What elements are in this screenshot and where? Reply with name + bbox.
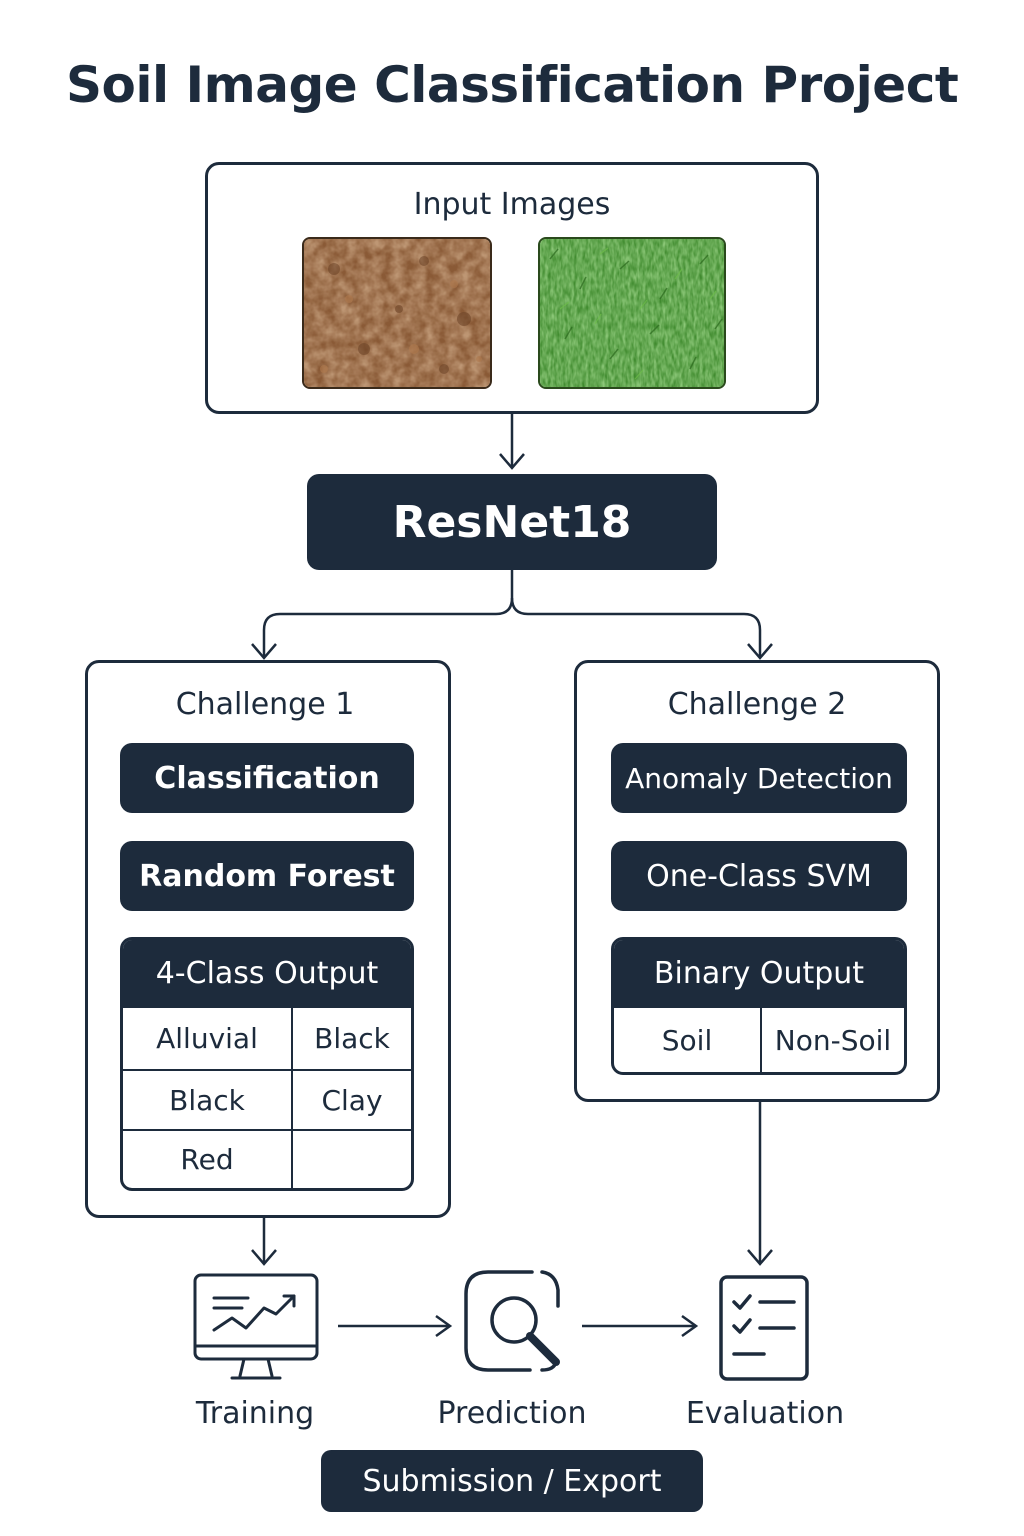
four-class-table: Alluvial Black Black Clay Red	[123, 1008, 411, 1188]
class-cell: Alluvial	[123, 1008, 293, 1071]
class-cell: Red	[123, 1130, 293, 1188]
binary-output-title: Binary Output	[614, 940, 904, 1008]
challenge-2-panel: Challenge 2 Anomaly Detection One-Class …	[574, 660, 940, 1102]
class-cell: Black	[123, 1070, 293, 1131]
anomaly-detection-step: Anomaly Detection	[611, 743, 907, 813]
four-class-output-title: 4-Class Output	[123, 940, 411, 1008]
page-title: Soil Image Classification Project	[66, 56, 959, 114]
resnet18-block: ResNet18	[307, 474, 717, 570]
input-images-panel: Input Images	[205, 162, 819, 414]
table-row: Black Clay	[123, 1070, 411, 1131]
prediction-label: Prediction	[437, 1396, 587, 1431]
class-cell	[292, 1130, 411, 1188]
classification-step: Classification	[120, 743, 414, 813]
binary-output: Binary Output Soil Non-Soil	[611, 937, 907, 1075]
table-row: Alluvial Black	[123, 1008, 411, 1071]
four-class-output: 4-Class Output Alluvial Black Black Clay…	[120, 937, 414, 1191]
evaluation-label: Evaluation	[685, 1396, 845, 1431]
table-row: Soil Non-Soil	[614, 1008, 904, 1072]
class-cell: Clay	[292, 1070, 411, 1131]
input-images-label: Input Images	[413, 187, 611, 222]
table-row: Red	[123, 1130, 411, 1188]
class-cell: Non-Soil	[774, 1023, 892, 1057]
grass-texture-image	[538, 237, 726, 389]
challenge-1-panel: Challenge 1 Classification Random Forest…	[85, 660, 451, 1218]
training-label: Training	[195, 1396, 315, 1431]
magnifier-icon	[462, 1266, 566, 1378]
checklist-icon	[718, 1274, 810, 1382]
binary-table: Soil Non-Soil	[614, 1008, 904, 1072]
monitor-chart-icon	[192, 1272, 320, 1384]
class-cell: Black	[292, 1008, 411, 1071]
submission-export-button[interactable]: Submission / Export	[321, 1450, 703, 1512]
challenge-2-label: Challenge 2	[667, 687, 847, 722]
random-forest-step: Random Forest	[120, 841, 414, 911]
challenge-1-label: Challenge 1	[175, 687, 355, 722]
soil-texture-image	[302, 237, 492, 389]
class-cell: Soil	[614, 1008, 762, 1072]
one-class-svm-step: One-Class SVM	[611, 841, 907, 911]
